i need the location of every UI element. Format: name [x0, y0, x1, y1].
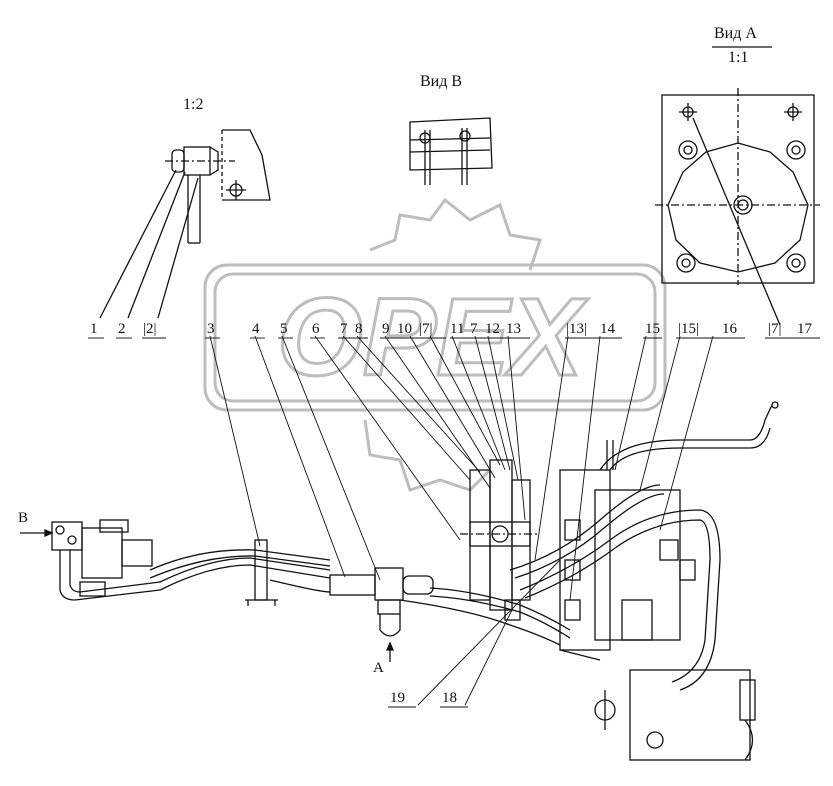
- leader-lines: [88, 335, 820, 708]
- callout-4: 4: [252, 321, 260, 337]
- watermark-logo: OPEX: [203, 197, 667, 492]
- callout-16: 16: [722, 321, 737, 337]
- callout-7-b: 7: [470, 321, 478, 337]
- bracket-3: [245, 539, 278, 606]
- callout-7-boxed-c: |7|: [768, 321, 782, 337]
- lower-right-tank: [594, 669, 756, 761]
- view-a-flange: [655, 88, 820, 326]
- callout-12: 12: [485, 321, 500, 337]
- detail-scale: 1:2: [183, 96, 204, 113]
- detail-1-2: [99, 129, 271, 319]
- callout-7: 7: [340, 321, 348, 337]
- callout-9: 9: [382, 321, 390, 337]
- central-valve-block: [460, 459, 540, 621]
- callout-1: 1: [90, 321, 98, 337]
- callout-8: 8: [355, 321, 363, 337]
- callout-13: 13: [506, 321, 521, 337]
- callout-6: 6: [312, 321, 320, 337]
- callout-3: 3: [207, 321, 215, 337]
- callout-5: 5: [280, 321, 288, 337]
- distribution-block: [559, 440, 696, 661]
- left-fitting: [20, 519, 153, 597]
- arrow-a-label: А: [373, 660, 384, 676]
- callout-19: 19: [390, 690, 405, 706]
- arrow-b-label: В: [18, 510, 29, 526]
- view-b-detail: [409, 117, 493, 185]
- callout-15: 15: [645, 321, 660, 337]
- callout-2-boxed: |2|: [143, 321, 157, 337]
- callout-15-boxed: |15|: [678, 321, 700, 337]
- svg-text:OPEX: OPEX: [277, 276, 588, 399]
- callout-10: 10: [397, 321, 412, 337]
- callout-14: 14: [600, 321, 615, 337]
- callout-17: 17: [797, 321, 812, 337]
- view-b-title: Вид В: [420, 73, 463, 90]
- view-a-title: Вид А: [714, 25, 757, 42]
- filter-assembly: [329, 567, 434, 662]
- callout-7-boxed-a: |7|: [419, 321, 433, 337]
- callout-2: 2: [118, 321, 126, 337]
- pipe-bundle: [59, 401, 779, 691]
- callout-11: 11: [450, 321, 465, 337]
- callout-13-boxed: |13|: [566, 321, 588, 337]
- view-a-scale: 1:1: [728, 49, 749, 66]
- callout-18: 18: [442, 690, 457, 706]
